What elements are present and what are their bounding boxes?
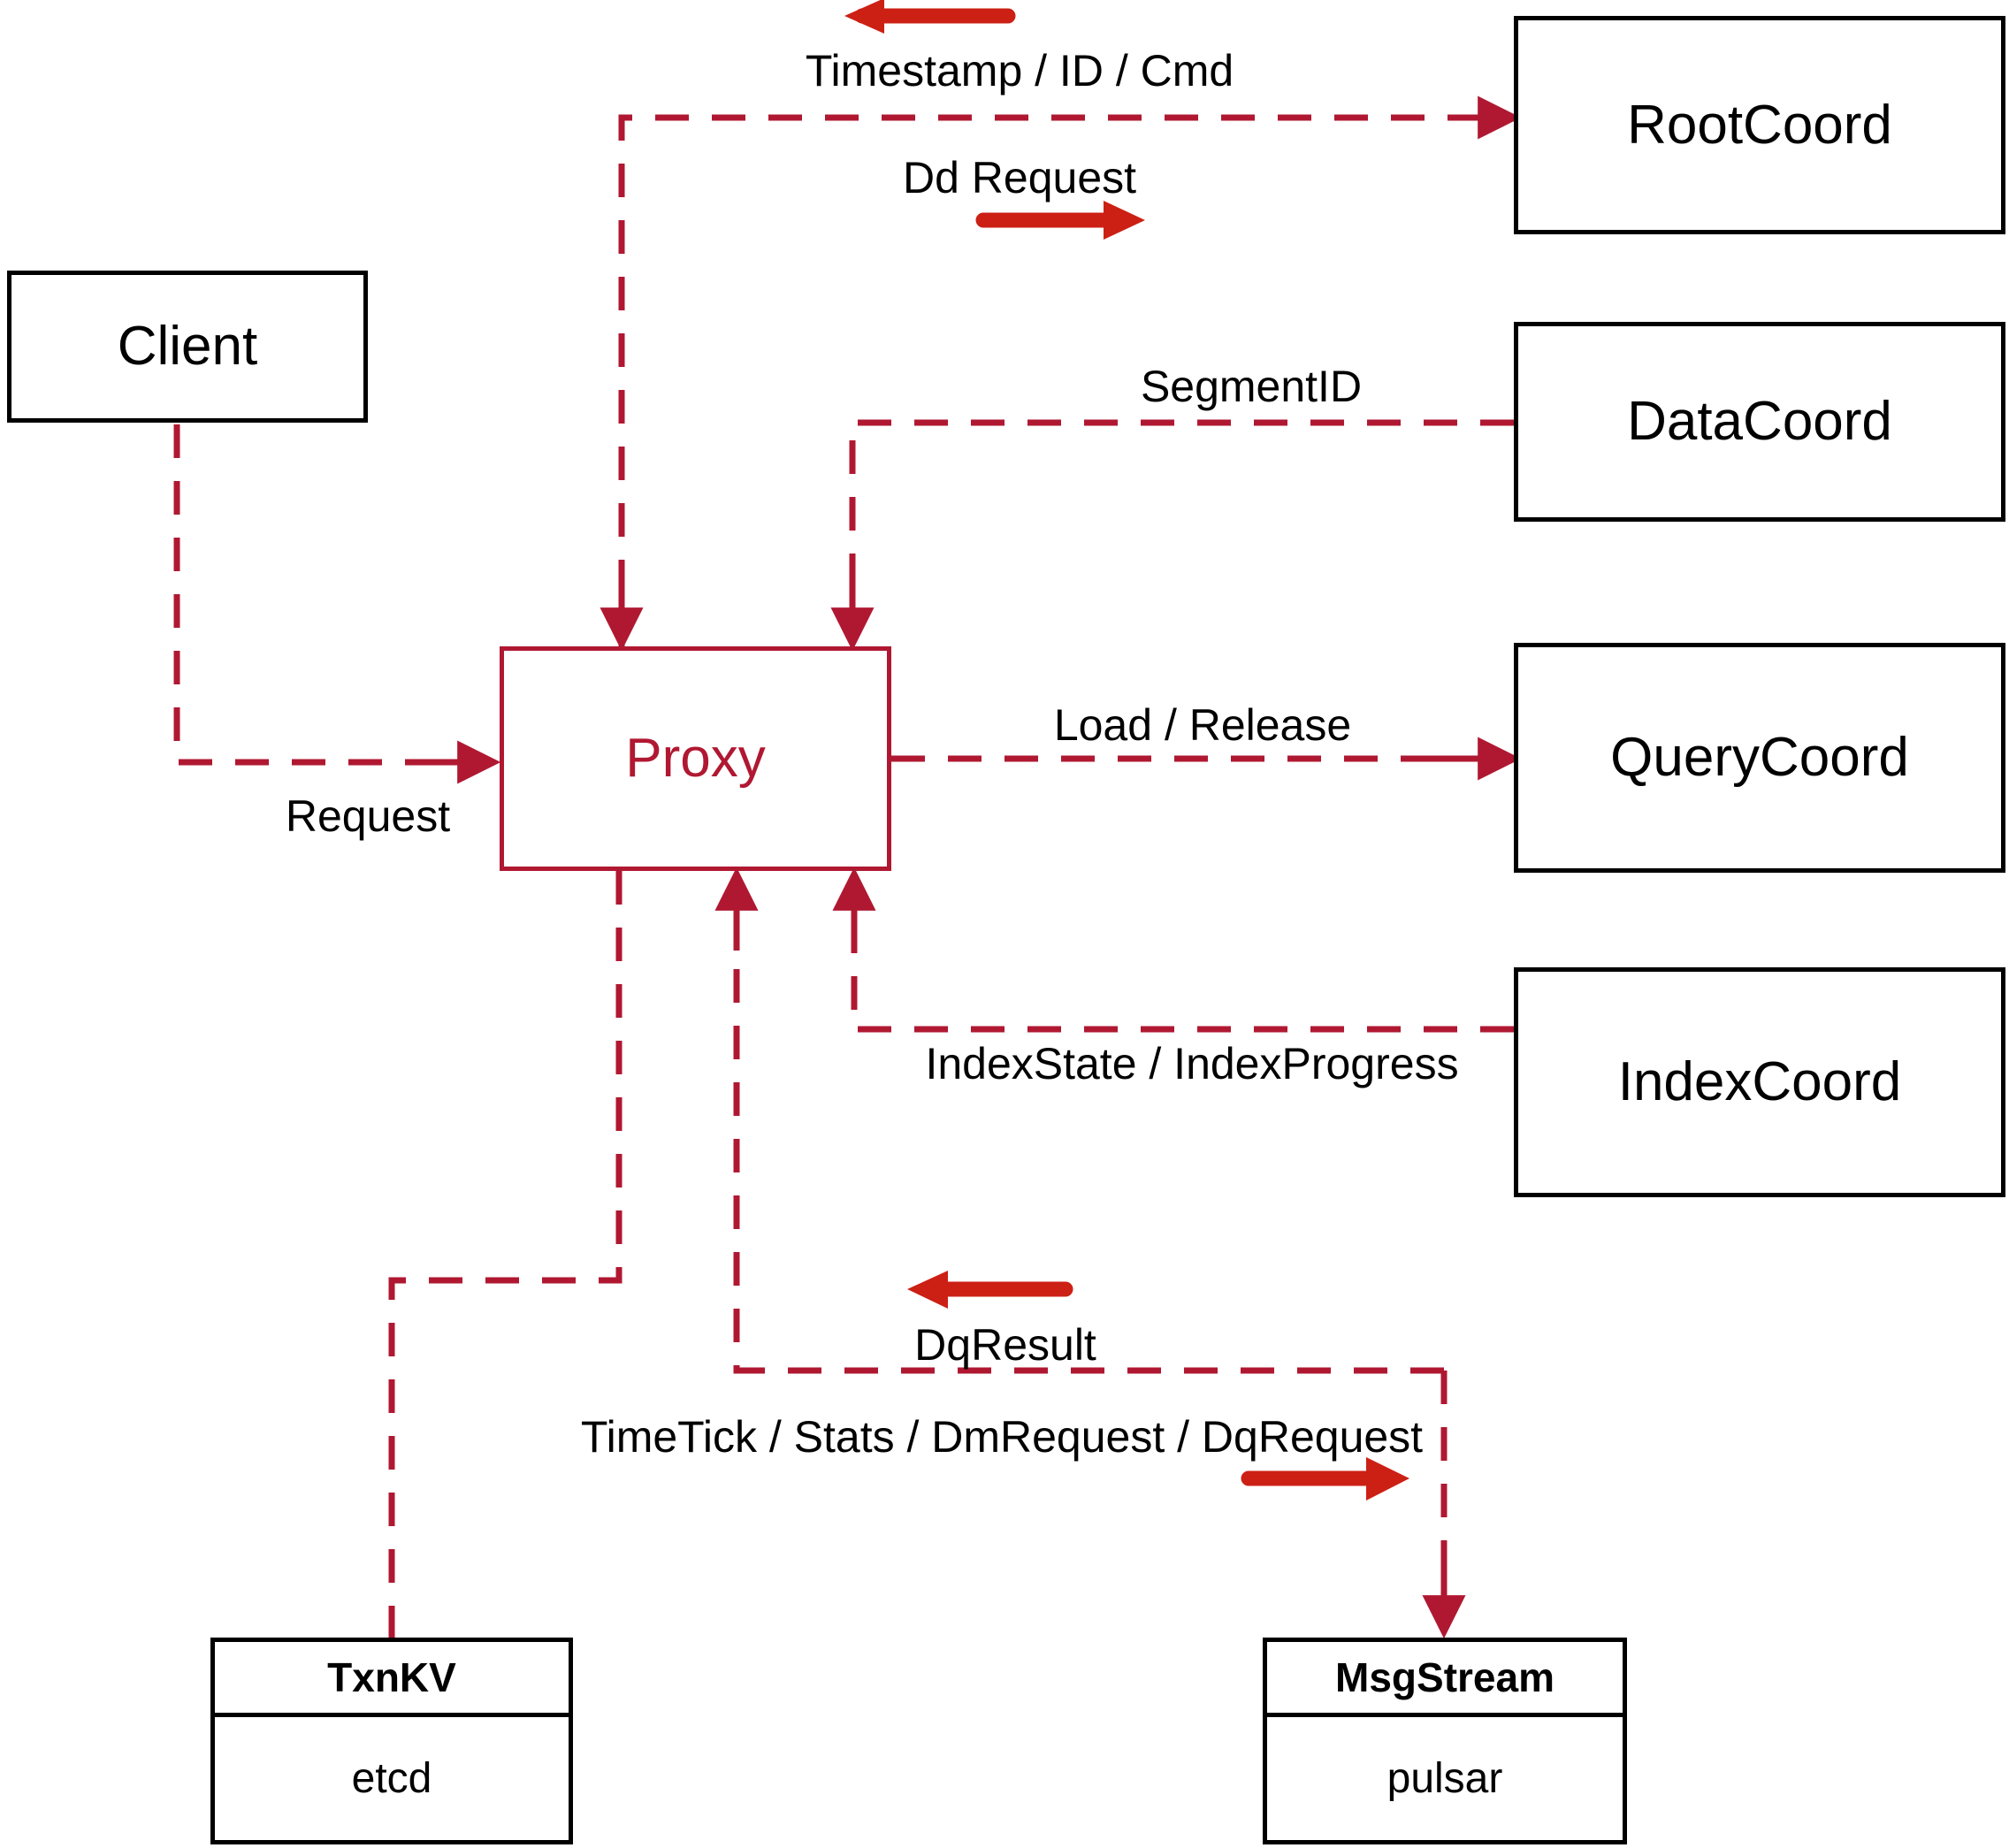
- edge-proxy-txnkv: [388, 871, 623, 1638]
- node-proxy-label: Proxy: [625, 728, 766, 789]
- node-index-coord[interactable]: IndexCoord: [1514, 967, 2005, 1197]
- node-txnkv-body: etcd: [351, 1755, 432, 1802]
- node-query-coord[interactable]: QueryCoord: [1514, 643, 2005, 873]
- edge-request: [173, 424, 501, 784]
- edge-index-state-progress: [832, 867, 1514, 1033]
- direction-arrow-dq-result-left: [907, 1271, 1073, 1309]
- node-root-coord-label: RootCoord: [1627, 94, 1892, 156]
- edge-label-load-release: Load / Release: [1053, 700, 1352, 750]
- edge-dd-request: [600, 95, 1522, 652]
- edge-label-dd-request: Dd Request: [902, 153, 1137, 202]
- node-proxy[interactable]: Proxy: [500, 646, 891, 871]
- direction-arrow-dd-request-right: [975, 201, 1145, 240]
- node-msgstream-header: MsgStream: [1267, 1642, 1623, 1717]
- node-txnkv[interactable]: TxnKV etcd: [210, 1638, 573, 1844]
- edge-label-request: Request: [285, 791, 451, 841]
- node-client[interactable]: Client: [7, 271, 368, 423]
- direction-arrow-timestamp-left: [844, 0, 1016, 34]
- edge-dq-result: [714, 867, 1444, 1374]
- edge-segment-id: [830, 419, 1514, 652]
- edge-label-index-state-progress: IndexState / IndexProgress: [925, 1039, 1459, 1088]
- edge-label-segment-id: SegmentID: [1140, 362, 1363, 411]
- node-data-coord[interactable]: DataCoord: [1514, 322, 2005, 522]
- edge-label-timestamp-id-cmd: Timestamp / ID / Cmd: [805, 46, 1234, 95]
- node-root-coord[interactable]: RootCoord: [1514, 16, 2005, 234]
- node-index-coord-label: IndexCoord: [1617, 1051, 1902, 1112]
- node-msgstream[interactable]: MsgStream pulsar: [1263, 1638, 1627, 1844]
- edge-label-dq-result: DqResult: [914, 1320, 1096, 1370]
- edge-label-timetick-stats-dm-dq: TimeTick / Stats / DmRequest / DqRequest: [580, 1412, 1424, 1462]
- direction-arrow-dq-request-right: [1241, 1457, 1409, 1501]
- node-msgstream-body: pulsar: [1386, 1755, 1503, 1802]
- node-client-label: Client: [117, 316, 258, 377]
- node-query-coord-label: QueryCoord: [1610, 727, 1909, 788]
- node-data-coord-label: DataCoord: [1627, 391, 1892, 452]
- node-txnkv-header: TxnKV: [215, 1642, 569, 1717]
